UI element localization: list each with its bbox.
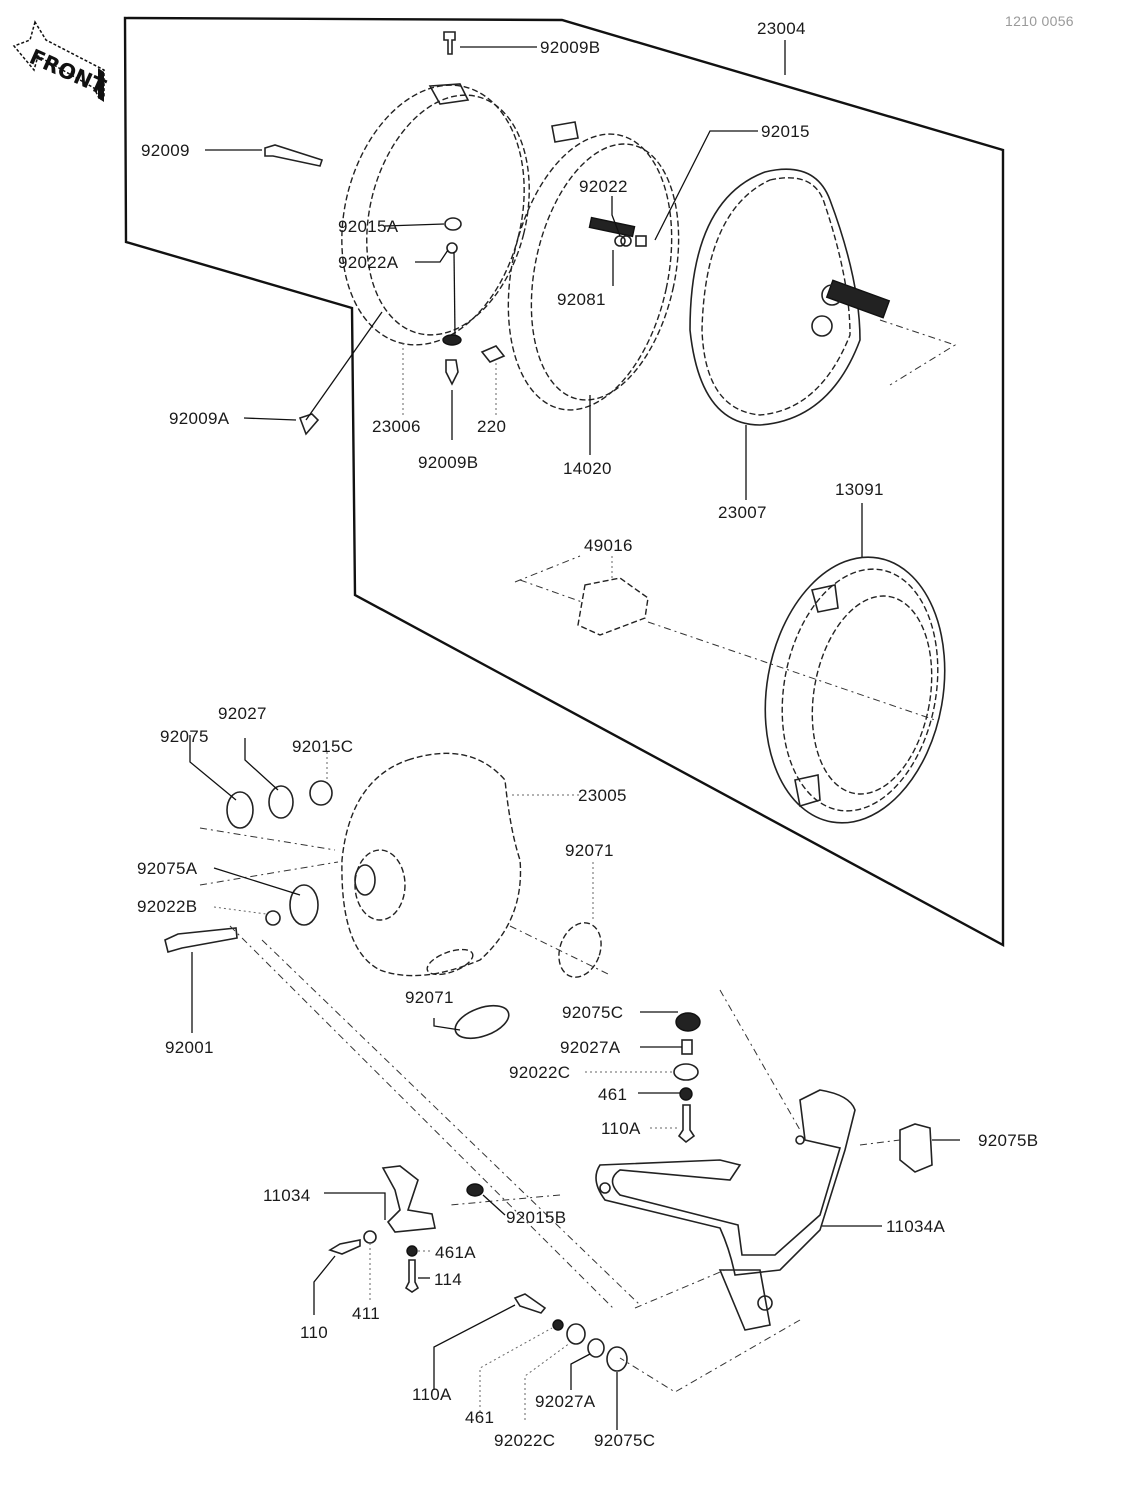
nut-92015A <box>444 217 462 231</box>
nut-461A <box>406 1245 418 1257</box>
part-220 <box>480 345 506 363</box>
bolt-110A-lower <box>513 1293 547 1314</box>
label-23005: 23005 <box>578 786 627 805</box>
damper-92075C-upper <box>675 1012 701 1032</box>
washer-92022C-upper <box>673 1063 699 1081</box>
nut-461-upper <box>679 1087 693 1101</box>
label-92015C: 92015C <box>292 737 353 756</box>
label-11034: 11034 <box>263 1186 311 1205</box>
label-14020: 14020 <box>563 459 612 478</box>
nut-92015B <box>466 1183 484 1197</box>
label-92022B: 92022B <box>137 897 197 916</box>
label-461-upper: 461 <box>598 1085 627 1104</box>
bolt-92001 <box>164 927 238 953</box>
label-92022C-upper: 92022C <box>509 1063 570 1082</box>
label-92001: 92001 <box>165 1038 214 1057</box>
mounting-ring-13091 <box>764 556 946 824</box>
label-220: 220 <box>477 417 506 436</box>
label-92075C-upper: 92075C <box>562 1003 623 1022</box>
label-92071-left: 92071 <box>405 988 454 1007</box>
collar-92027 <box>268 785 294 819</box>
reference-code: 1210 0056 <box>1005 13 1074 29</box>
label-92009B-top: 92009B <box>540 38 600 57</box>
label-92009: 92009 <box>141 141 190 160</box>
label-110A-upper: 110A <box>601 1119 641 1138</box>
damper-92075C-lower <box>606 1346 628 1372</box>
grommet-92071-right <box>558 922 602 978</box>
label-92075A: 92075A <box>137 859 198 878</box>
bolt-110A-upper <box>677 1104 696 1144</box>
label-92081: 92081 <box>557 290 606 309</box>
reflector-housing-23007 <box>689 168 957 426</box>
label-92027A-lower: 92027A <box>535 1392 596 1411</box>
front-direction-arrow: FRONT <box>12 20 110 102</box>
label-461A: 461A <box>435 1243 476 1262</box>
damper-92075A <box>289 884 319 926</box>
label-114: 114 <box>434 1270 462 1289</box>
headlight-unit-14020 <box>507 121 680 411</box>
bracket-11034 <box>381 1165 436 1233</box>
part-labels: 23004 92009B 92009 92015 92022 92015A 92… <box>137 19 1038 1450</box>
label-92015A: 92015A <box>338 217 399 236</box>
label-92022C-lower: 92022C <box>494 1431 555 1450</box>
label-92009B-bottom: 92009B <box>418 453 478 472</box>
damper-92075B <box>899 1123 933 1173</box>
washer-92022C-lower <box>566 1323 586 1345</box>
label-92022: 92022 <box>579 177 628 196</box>
screw-92009 <box>264 144 324 167</box>
label-23004: 23004 <box>757 19 806 38</box>
label-92075C-lower: 92075C <box>594 1431 655 1450</box>
screw-92009B-top <box>443 31 456 55</box>
washer-92022 <box>614 235 626 247</box>
grommet-92071-left <box>454 1004 510 1040</box>
collar-92027A-lower <box>587 1338 605 1358</box>
washer-411 <box>363 1230 377 1244</box>
bolt-92009A <box>298 413 320 436</box>
label-92075: 92075 <box>160 727 209 746</box>
clip-49016 <box>577 577 649 636</box>
label-49016: 49016 <box>584 536 633 555</box>
washer-92022A <box>446 242 458 254</box>
label-110A-lower: 110A <box>412 1385 452 1404</box>
label-461-lower: 461 <box>465 1408 494 1427</box>
label-92071-right: 92071 <box>565 841 614 860</box>
label-92027: 92027 <box>218 704 267 723</box>
bolt-114 <box>404 1259 420 1293</box>
label-92027A-upper: 92027A <box>560 1038 621 1057</box>
label-23007: 23007 <box>718 503 767 522</box>
collar-92027A-upper <box>681 1039 693 1055</box>
label-92075B: 92075B <box>978 1131 1038 1150</box>
label-411: 411 <box>352 1304 380 1323</box>
screw-92009B-bottom <box>445 359 459 386</box>
leader-lines <box>189 40 960 1430</box>
label-110: 110 <box>300 1323 328 1342</box>
housing-23005 <box>341 752 522 977</box>
label-11034A: 11034A <box>886 1217 946 1236</box>
damper-92075 <box>226 791 254 829</box>
nut-461-lower <box>552 1319 564 1331</box>
label-23006: 23006 <box>372 417 421 436</box>
assembly-frame-23004 <box>123 16 1005 948</box>
washer-92022B <box>265 910 281 926</box>
nut-92015C <box>309 780 333 806</box>
bracket-11034A <box>595 1089 856 1331</box>
label-92022A: 92022A <box>338 253 399 272</box>
label-92015B: 92015B <box>506 1208 566 1227</box>
label-13091: 13091 <box>835 480 884 499</box>
nut-92015 <box>635 235 647 247</box>
bolt-110 <box>328 1239 361 1255</box>
label-92009A: 92009A <box>169 409 230 428</box>
label-92015: 92015 <box>761 122 810 141</box>
